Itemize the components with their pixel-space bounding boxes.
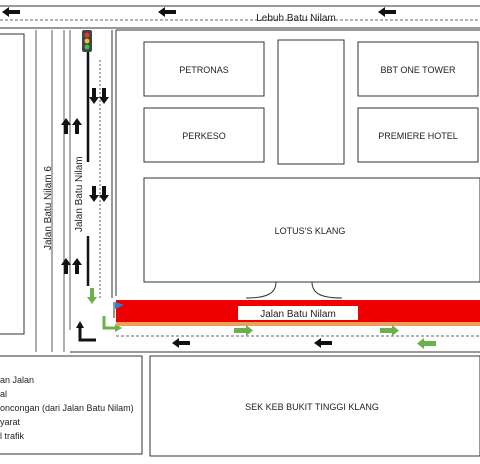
legend-item-signal: al xyxy=(0,389,7,399)
legend-item-condition: yarat xyxy=(0,417,21,427)
building-perkeso xyxy=(143,107,265,163)
building-label-petronas: PETRONAS xyxy=(179,65,229,75)
building-premiere-hotel xyxy=(357,107,479,163)
arrow-left-icon xyxy=(158,7,176,17)
left-road: Jalan Batu Nilam 6 xyxy=(35,30,65,352)
road-label-jalan-batu-nilam-bottom: Jalan Batu Nilam xyxy=(260,309,336,320)
diversion-arrow-right-icon xyxy=(234,325,253,336)
bottom-road: Jalan Batu Nilam xyxy=(70,300,480,353)
diversion-arrow-right-icon xyxy=(380,325,399,336)
legend-item-detour: oncongan (dari Jalan Batu Nilam) xyxy=(0,403,134,413)
building-label-perkeso: PERKESO xyxy=(182,131,226,141)
arrow-down-icon xyxy=(89,88,109,104)
building-unlabeled xyxy=(277,39,345,165)
legend-item-road-closure: an Jalan xyxy=(0,375,34,385)
arrow-up-icon xyxy=(61,118,82,134)
arrow-left-icon xyxy=(314,338,332,348)
driveway xyxy=(245,281,343,299)
building-petronas xyxy=(143,41,265,97)
arrow-down-icon xyxy=(89,186,109,202)
road-label-box xyxy=(238,306,358,320)
building-label-bbt-one-tower: BBT ONE TOWER xyxy=(380,65,456,75)
legend: an Jalan al oncongan (dari Jalan Batu Ni… xyxy=(0,355,143,455)
turn-arrow-icon xyxy=(76,321,96,342)
road-label-jalan-batu-nilam: Jalan Batu Nilam xyxy=(74,156,85,232)
legend-item-traffic: l trafik xyxy=(0,431,25,441)
building-sek-keb xyxy=(149,355,480,457)
city-block xyxy=(115,29,480,296)
arrow-left-icon xyxy=(172,338,190,348)
left-building xyxy=(0,33,25,335)
orange-strip xyxy=(116,322,480,326)
arrow-left-icon xyxy=(378,7,396,17)
building-bbt-one-tower xyxy=(357,41,479,97)
road-label-jalan-batu-nilam-6: Jalan Batu Nilam 6 xyxy=(43,166,54,250)
arrow-up-icon xyxy=(61,258,82,274)
road-label-lebuh-batu-nilam: Lebuh Batu Nilam xyxy=(256,13,336,24)
top-road: Lebuh Batu Nilam xyxy=(0,5,480,29)
building-label-sek-keb: SEK KEB BUKIT TINGGI KLANG xyxy=(245,402,379,412)
arrow-left-icon xyxy=(2,7,20,17)
building-lotus-klang xyxy=(143,177,480,283)
diversion-arrow-left-icon xyxy=(417,338,436,349)
flag-icon xyxy=(113,302,124,318)
building-label-lotus-klang: LOTUS'S KLANG xyxy=(275,226,346,236)
diversion-arrow-down-icon xyxy=(87,288,97,304)
inner-road: Jalan Batu Nilam xyxy=(61,30,122,342)
building-label-premiere-hotel: PREMIERE HOTEL xyxy=(378,131,458,141)
traffic-light-icon xyxy=(82,30,92,52)
